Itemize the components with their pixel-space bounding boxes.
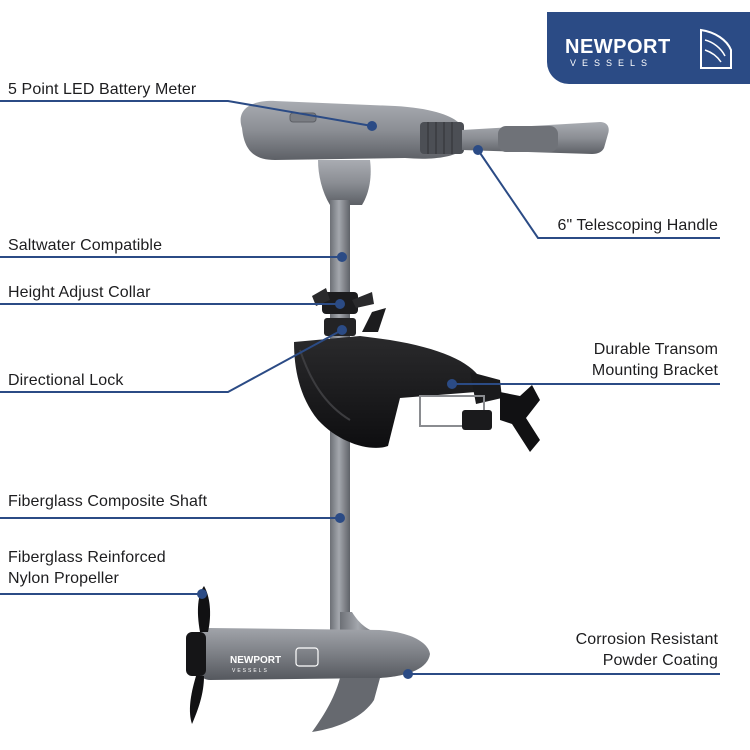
- leader-battery-meter: [0, 100, 373, 127]
- label-saltwater: Saltwater Compatible: [8, 237, 163, 254]
- leader-directional-lock: [0, 329, 343, 393]
- dot-shaft: [335, 513, 345, 523]
- dot-propeller: [197, 589, 207, 599]
- leader-lines: [0, 100, 720, 679]
- label-propeller-line1: Fiberglass Reinforced: [8, 549, 166, 566]
- lower-unit: NEWPORT VESSELS: [196, 612, 430, 732]
- label-battery-meter: 5 Point LED Battery Meter: [8, 81, 197, 98]
- dot-telescoping-handle: [473, 145, 483, 155]
- hub-logo-sub: VESSELS: [232, 668, 269, 674]
- dot-height-collar: [335, 299, 345, 309]
- label-shaft: Fiberglass Composite Shaft: [8, 493, 208, 510]
- dot-coating: [403, 669, 413, 679]
- brand-name: NEWPORT: [565, 36, 671, 58]
- dot-battery-meter: [367, 121, 377, 131]
- label-coating-line1: Corrosion Resistant: [575, 631, 718, 648]
- brand-logo-tab: NEWPORT VESSELS: [547, 12, 750, 84]
- height-collar: [312, 288, 386, 336]
- transom-bracket: [294, 336, 540, 452]
- dot-saltwater: [337, 252, 347, 262]
- label-height-collar: Height Adjust Collar: [8, 284, 151, 301]
- dot-directional-lock: [337, 325, 347, 335]
- motor-head: [240, 100, 464, 205]
- dot-transom: [447, 379, 457, 389]
- hub-logo-name: NEWPORT: [230, 655, 281, 666]
- label-propeller-line2: Nylon Propeller: [8, 570, 119, 587]
- label-transom-line2: Mounting Bracket: [591, 362, 718, 379]
- label-telescoping-handle: 6" Telescoping Handle: [557, 217, 718, 234]
- label-coating-line2: Powder Coating: [602, 652, 718, 669]
- leader-telescoping-handle: [477, 149, 720, 239]
- telescoping-handle: [462, 122, 609, 154]
- label-directional-lock: Directional Lock: [8, 372, 124, 389]
- sail-icon: [700, 28, 732, 69]
- brand-sub: VESSELS: [570, 58, 654, 68]
- label-transom-line1: Durable Transom: [593, 341, 718, 358]
